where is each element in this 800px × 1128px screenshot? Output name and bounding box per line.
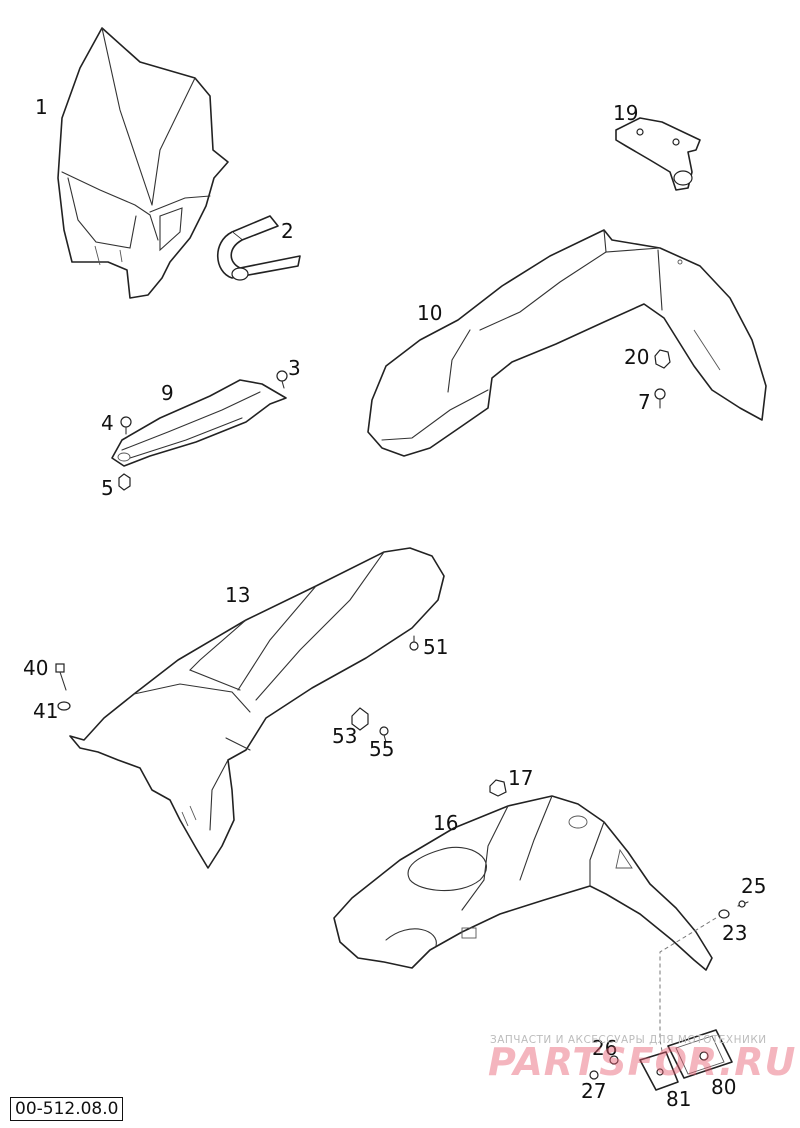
part-10-front-fender bbox=[367, 229, 767, 457]
callout-55: 55 bbox=[369, 737, 394, 761]
drawing-code: 00-512.08.0 bbox=[10, 1097, 124, 1121]
callout-5: 5 bbox=[101, 476, 114, 500]
hardware-7-screw bbox=[654, 388, 666, 409]
assembly-line bbox=[659, 917, 717, 1063]
hardware-53-nut bbox=[351, 707, 369, 731]
part-81-bracket bbox=[639, 1051, 679, 1091]
part-80-reflector bbox=[667, 1029, 733, 1079]
hardware-40-bolt bbox=[55, 663, 67, 691]
part-13-rear-fender bbox=[69, 547, 445, 869]
callout-3: 3 bbox=[288, 356, 301, 380]
hardware-26-screw bbox=[609, 1055, 619, 1065]
callout-51: 51 bbox=[423, 635, 448, 659]
callout-25: 25 bbox=[741, 874, 766, 898]
part-9-guard bbox=[111, 379, 287, 467]
callout-10: 10 bbox=[417, 301, 442, 325]
part-1-headlight-mask bbox=[57, 27, 229, 299]
hardware-3-screw bbox=[276, 370, 288, 389]
callout-7: 7 bbox=[638, 390, 651, 414]
callout-2: 2 bbox=[281, 219, 294, 243]
callout-40: 40 bbox=[23, 656, 48, 680]
hardware-25-screw bbox=[737, 900, 749, 908]
hardware-5-nut bbox=[118, 473, 131, 491]
callout-17: 17 bbox=[508, 766, 533, 790]
part-2-clamp bbox=[217, 215, 301, 281]
watermark-brand: PARTSFOR.RU bbox=[488, 1040, 797, 1084]
hardware-20-nut bbox=[654, 349, 671, 369]
hardware-4-screw bbox=[120, 416, 132, 435]
callout-4: 4 bbox=[101, 411, 114, 435]
hardware-41-washer bbox=[57, 701, 71, 711]
hardware-23-washer bbox=[718, 909, 730, 919]
part-16-fender bbox=[333, 795, 713, 971]
callout-23: 23 bbox=[722, 921, 747, 945]
callout-1: 1 bbox=[35, 95, 48, 119]
callout-26: 26 bbox=[592, 1036, 617, 1060]
callout-20: 20 bbox=[624, 345, 649, 369]
watermark-tagline: ЗАПЧАСТИ И АКСЕССУАРЫ ДЛЯ МОТОТЕХНИКИ bbox=[490, 1034, 767, 1046]
hardware-27-nut bbox=[589, 1070, 599, 1080]
callout-9: 9 bbox=[161, 381, 174, 405]
callout-16: 16 bbox=[433, 811, 458, 835]
callout-27: 27 bbox=[581, 1079, 606, 1103]
callout-19: 19 bbox=[613, 101, 638, 125]
callout-53: 53 bbox=[332, 724, 357, 748]
callout-41: 41 bbox=[33, 699, 58, 723]
callout-80: 80 bbox=[711, 1075, 736, 1099]
hardware-55-screw bbox=[379, 726, 389, 743]
callout-13: 13 bbox=[225, 583, 250, 607]
hardware-17-nut bbox=[489, 779, 507, 797]
callout-81: 81 bbox=[666, 1087, 691, 1111]
hardware-51-screw bbox=[409, 635, 419, 651]
part-19-bracket bbox=[615, 117, 701, 191]
